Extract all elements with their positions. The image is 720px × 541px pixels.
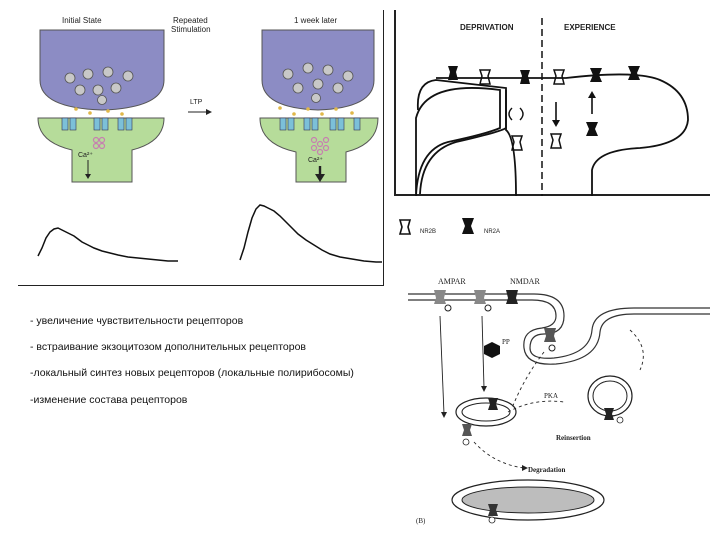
ltp-diagram: Initial State Repeated Stimulation 1 wee… [37,16,382,263]
label-pp: PP [502,338,510,346]
nr2a-icon [462,218,474,234]
ltp-arrow [188,109,212,115]
label-reinsertion: Reinsertion [556,434,591,442]
label-ampar: AMPAR [438,277,466,286]
lysosome-receptor [488,504,498,516]
epsp-trace-right [239,204,382,263]
postsynaptic-spine-left: Ca²⁺ [37,117,165,183]
pp-icon [484,342,500,358]
internal-receptor-left [510,135,524,151]
label-week-later: 1 week later [294,16,337,25]
label-experience: EXPERIENCE [564,23,616,32]
label-nr2a: NR2A [484,229,500,235]
label-ltp: LTP [190,99,203,106]
bullet-item: - встраивание экзоцитозом дополнительных… [30,341,306,354]
label-initial-state: Initial State [62,16,102,25]
nr-legend: NR2B NR2A [394,212,710,246]
label-repeated: Repeated [173,16,208,25]
postsynaptic-spine-right: Ca²⁺ [259,117,379,183]
recycling-symbol [508,107,524,121]
label-nmdar: NMDAR [510,277,540,286]
internal-receptor-right [586,122,598,136]
plasma-membrane [408,293,710,359]
internal-receptor-mid [549,133,563,149]
bullet-list: - увеличение чувствительности рецепторов… [30,314,370,419]
receptor-trafficking-figure: AMPAR NMDAR PP [394,268,710,536]
endosome [455,397,517,427]
label-pka: PKA [544,392,558,400]
deprivation-experience-figure: DEPRIVATION EXPERIENCE [394,10,710,197]
endosome-receptor-2 [462,424,472,436]
surface-receptors [434,290,556,352]
arrow-down [552,102,560,127]
bullet-item: - увеличение чувствительности рецепторов [30,315,244,327]
label-nr2b: NR2B [420,229,436,235]
label-panel-b: (B) [416,517,426,525]
epsp-trace-left [37,227,178,262]
membrane-receptors [448,66,640,85]
presynaptic-terminal-right [261,29,375,111]
nr2b-icon [398,219,412,235]
label-degradation: Degradation [528,466,565,474]
bullet-item: -изменение состава рецепторов [30,393,188,406]
label-stimulation: Stimulation [171,25,211,34]
arrow-up [588,91,596,114]
label-deprivation: DEPRIVATION [460,23,514,32]
lysosome-outer [451,479,605,521]
deprivation-diagram: DEPRIVATION EXPERIENCE [415,18,689,197]
bullet-item: -локальный синтез новых рецепторов (лока… [30,367,354,380]
endosome-receptor [488,398,498,410]
label-ca-left: Ca²⁺ [78,152,93,159]
lysosome [461,486,595,514]
presynaptic-terminal-left [39,29,165,111]
label-ca-right: Ca²⁺ [308,157,323,164]
spine-membrane [415,87,501,197]
trafficking-arrows [439,315,644,469]
ltp-figure: Initial State Repeated Stimulation 1 wee… [18,10,384,286]
